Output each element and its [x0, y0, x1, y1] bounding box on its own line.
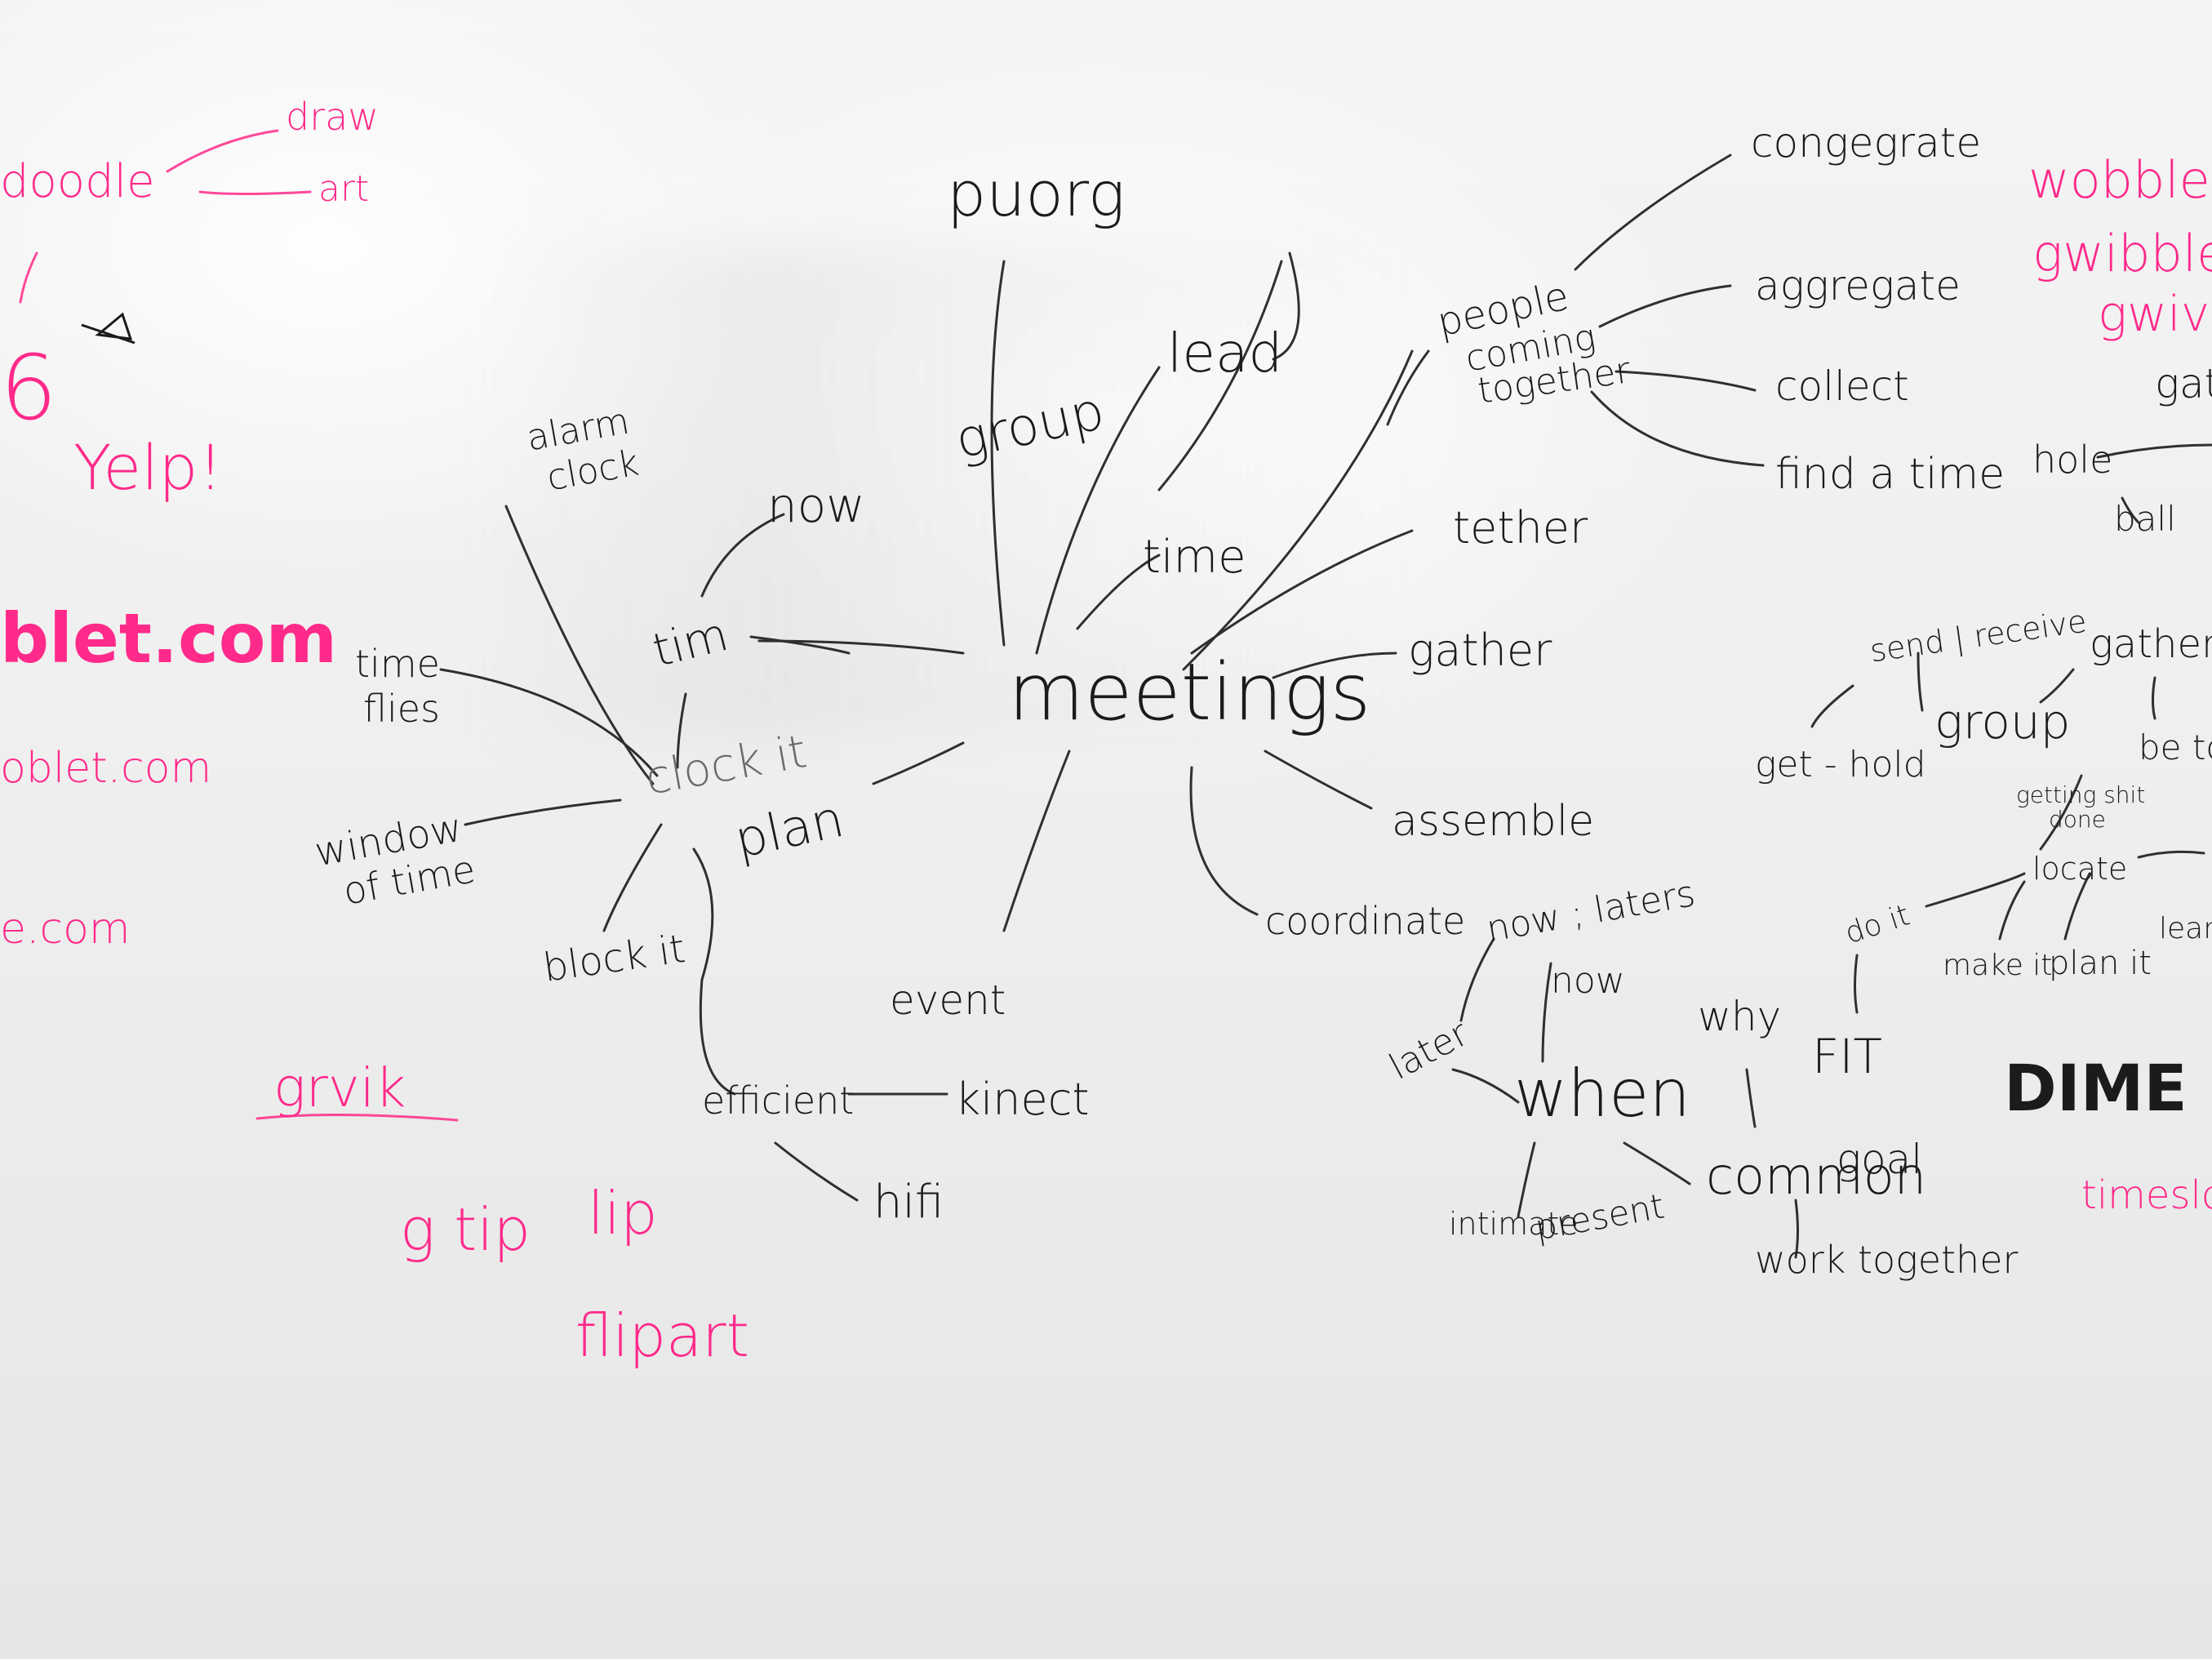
intimate-word: intimate	[1449, 1206, 1579, 1242]
make-it-word: make it	[1943, 949, 2053, 982]
assemble-word: assemble	[1392, 797, 1595, 846]
puorg-word: puorg	[947, 158, 1126, 230]
six-glyph: 6	[0, 336, 57, 440]
common-word: common	[1706, 1146, 1927, 1206]
get-hold-word: get - hold	[1755, 744, 1926, 785]
draw-word: draw	[286, 95, 379, 139]
hifi-word: hifi	[873, 1176, 944, 1229]
collect-word: collect	[1775, 362, 1909, 410]
glare-reflection	[490, 245, 1388, 735]
why-word: why	[1698, 993, 1782, 1040]
efficient-word: efficient	[702, 1079, 855, 1123]
when-word: when	[1514, 1056, 1691, 1132]
art-word: art	[318, 168, 370, 210]
lead-word: lead	[1167, 322, 1283, 385]
aggregate-word: aggregate	[1755, 262, 1961, 309]
plan-it-word: plan it	[2049, 945, 2152, 982]
blet-com-word: blet.com	[0, 598, 337, 678]
done-word: done	[2049, 806, 2106, 833]
coordinate-word: coordinate	[1265, 899, 1466, 943]
center-meetings: meetings	[1008, 647, 1371, 738]
doodle-word: doodle	[0, 155, 155, 208]
learn-word: learn	[2159, 912, 2212, 945]
gwivor-word: gwivor	[2098, 286, 2212, 343]
event-word: event	[890, 976, 1006, 1024]
fit-word: FIT	[1812, 1029, 1882, 1084]
timeslot-word: timeslo	[2081, 1172, 2212, 1218]
now-word-left: now	[767, 478, 865, 533]
ball-word: ball	[2114, 499, 2176, 539]
wobble-word: wobble.m	[2028, 150, 2212, 210]
time-flies-time-word: time	[355, 642, 440, 686]
gwibble-word: gwibble	[2032, 224, 2212, 283]
locate-word: locate	[2032, 851, 2128, 887]
gather-word: gather	[1408, 625, 1552, 676]
find-a-time-word: find a time	[1775, 450, 2005, 499]
time-word: time	[1143, 531, 1246, 584]
grvik-word: grvik	[273, 1056, 406, 1119]
getting-shit-word: getting shit	[2016, 781, 2146, 808]
e-com-word: e.com	[0, 905, 131, 954]
work-together-word: work together	[1755, 1238, 2019, 1282]
g-tip-word: g tip	[400, 1195, 531, 1264]
now-word-when: now	[1551, 960, 1625, 1002]
dime-word: DIME	[2004, 1052, 2188, 1126]
kinect-word: kinect	[955, 1074, 1090, 1125]
hole-word: hole	[2032, 438, 2113, 482]
oblet-com-word: oblet.com	[0, 744, 212, 793]
group-right-word: group	[1934, 694, 2071, 749]
lip-word: lip	[588, 1179, 658, 1248]
gath-word: gath	[2155, 360, 2212, 407]
gather-right-word: gather	[2090, 621, 2212, 667]
tether-word: tether	[1453, 502, 1588, 554]
congegrate-word: congegrate	[1751, 119, 1982, 167]
yelp-word: Yelp!	[73, 431, 223, 504]
be-together-word: be tog	[2139, 727, 2212, 767]
time-flies-flies-word: flies	[363, 687, 441, 731]
flipart-word: flipart	[575, 1301, 750, 1370]
goal-word: goal	[1837, 1136, 1923, 1183]
